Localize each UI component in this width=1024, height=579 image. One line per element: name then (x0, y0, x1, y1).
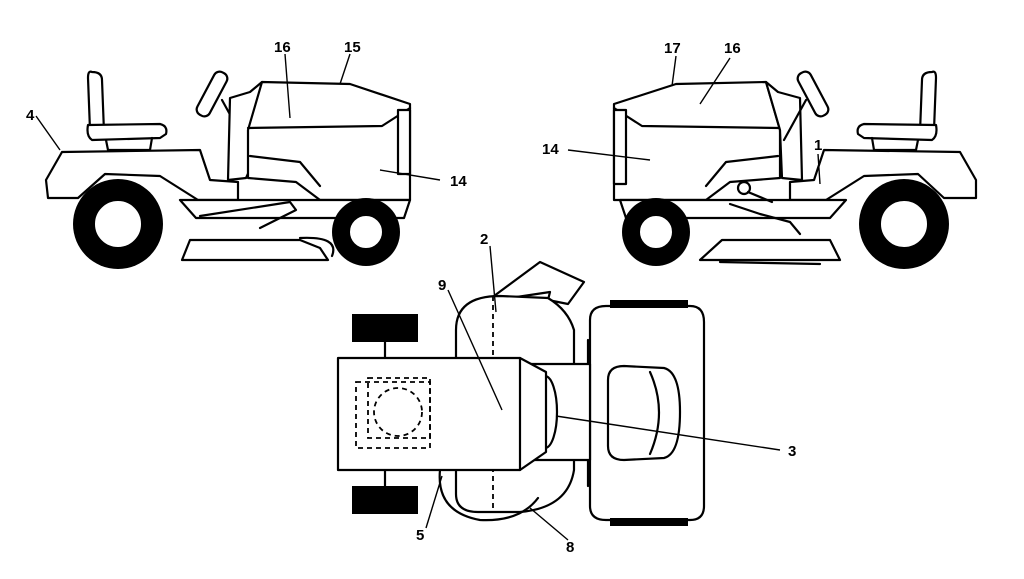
callout-3: 3 (788, 443, 796, 460)
mower-deck (180, 238, 330, 262)
engine-block-outline (367, 377, 431, 439)
seat-back (918, 70, 938, 134)
leader-9 (447, 289, 503, 411)
callout-2: 2 (480, 231, 488, 248)
front-tire-bottom (352, 486, 418, 514)
pedal-lever (728, 202, 802, 236)
hood-side-line (704, 154, 780, 188)
steering-wheel (195, 70, 229, 118)
seat-cushion (86, 122, 168, 142)
tractor-left-side-view: 4 16 15 14 (26, 39, 467, 269)
lift-lever-knob (736, 180, 752, 196)
leader-15 (339, 53, 351, 85)
front-tire-top (352, 314, 418, 342)
grille-front (612, 108, 628, 186)
hood-side-line (248, 154, 322, 188)
leader-14-left (379, 169, 441, 181)
deck-guard (438, 468, 540, 522)
leader-5 (425, 475, 443, 529)
leader-17 (671, 55, 677, 87)
hood (246, 80, 412, 202)
mower-deck (698, 238, 842, 262)
seat-cushion (856, 122, 938, 142)
discharge-chute (298, 236, 335, 258)
pedal-lever (198, 200, 298, 230)
seat-top (606, 364, 682, 462)
leader-1 (817, 153, 821, 185)
lift-lever (746, 190, 774, 204)
seat-back (86, 70, 106, 134)
leader-4 (35, 115, 61, 151)
tractor-top-view: 2 9 3 5 8 (336, 231, 796, 556)
hood-top (336, 356, 548, 472)
leader-8 (529, 507, 569, 541)
leader-3 (555, 415, 781, 451)
leader-16-right (699, 57, 731, 105)
callout-8: 8 (566, 539, 574, 556)
rear-tire-bottom (610, 518, 688, 526)
seat-back-curve (648, 370, 661, 456)
grille-front (396, 108, 412, 176)
tractor-right-side-view: 17 16 14 1 (542, 40, 978, 269)
callout-5: 5 (416, 527, 424, 544)
callout-16-left: 16 (274, 39, 291, 56)
callout-14-left: 14 (450, 173, 467, 190)
callout-9: 9 (438, 277, 446, 294)
callout-4: 4 (26, 107, 35, 124)
leader-2 (489, 245, 497, 313)
steering-wheel (796, 70, 830, 118)
hood (612, 80, 782, 202)
callout-15: 15 (344, 39, 361, 56)
callout-16-right: 16 (724, 40, 741, 57)
leader-14-right (567, 149, 651, 161)
callout-1: 1 (814, 137, 822, 154)
steering-column (782, 98, 808, 142)
callout-14-right: 14 (542, 141, 559, 158)
callout-17: 17 (664, 40, 681, 57)
leader-16-left (284, 53, 291, 119)
deck-skirt (718, 260, 822, 266)
rear-tire-top (610, 300, 688, 308)
engine-outline (355, 381, 431, 449)
engine-flywheel-outline (373, 387, 423, 437)
